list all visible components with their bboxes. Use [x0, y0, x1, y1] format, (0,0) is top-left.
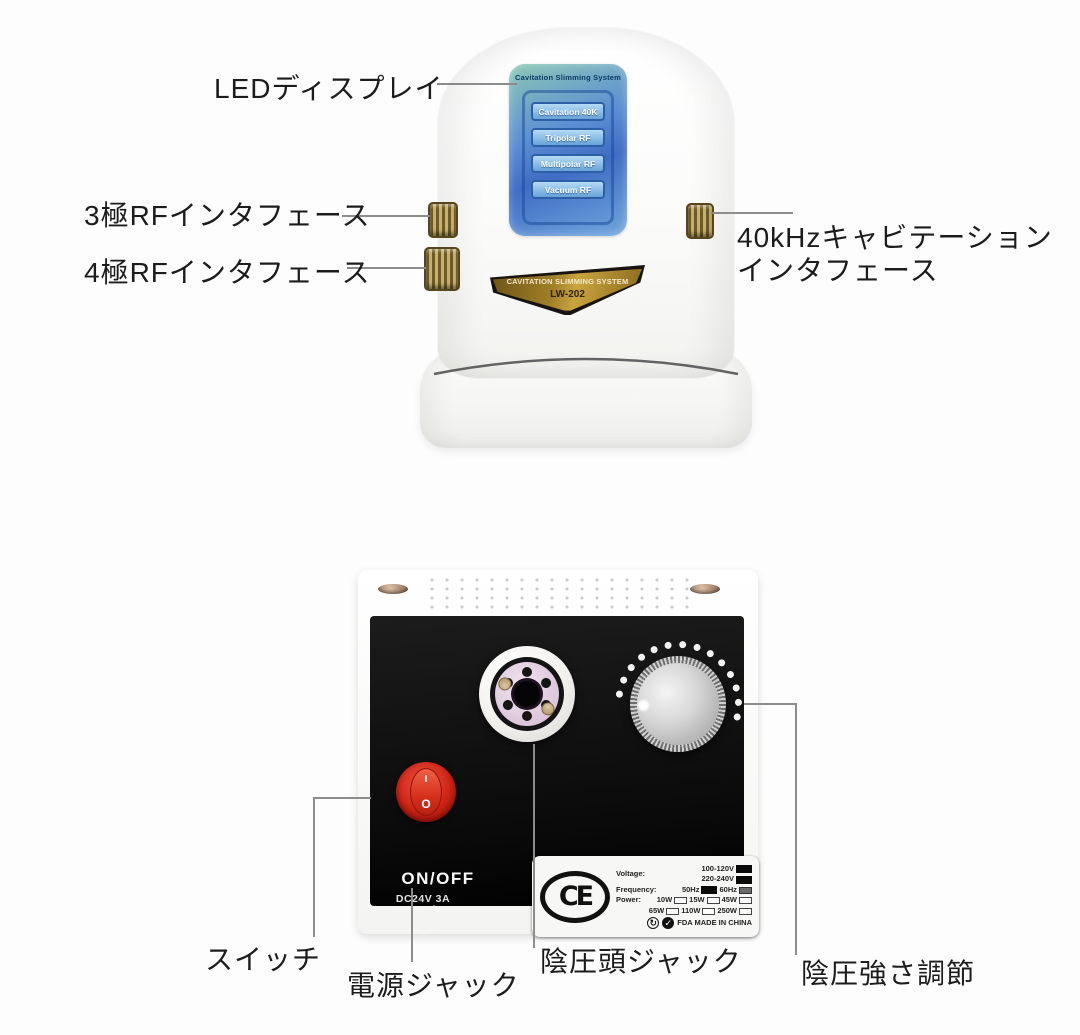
callout-line-vacuumjack — [533, 744, 535, 948]
checkbox-empty — [739, 897, 752, 904]
screw-icon — [378, 584, 408, 594]
screen-frame: Cavitation 40K Tripolar RF Multipolar RF… — [522, 90, 614, 225]
checkbox-empty — [702, 907, 716, 915]
label-vacuum-jack: 陰圧頭ジャック — [540, 946, 742, 977]
frequency-label: Frequency: — [616, 884, 657, 894]
checkbox-filled — [701, 886, 718, 894]
callout-line-knob-h — [744, 703, 797, 705]
voltage-label: Voltage: — [616, 869, 646, 878]
rf3-connector-port — [428, 202, 458, 238]
screen-button-cavitation: Cavitation 40K — [531, 102, 605, 121]
base-seam-line — [433, 357, 739, 376]
power-label: Power: — [616, 895, 642, 905]
switch-off-mark: O — [421, 797, 431, 811]
screen-button-vacuum: Vacuum RF — [531, 180, 605, 199]
badge-title: CAVITATION SLIMMING SYSTEM — [506, 277, 629, 286]
screen-button-multipolar: Multipolar RF — [531, 154, 605, 173]
callout-line-rf3 — [342, 215, 430, 217]
control-box: I O ON/OFF DC24V 3A — [358, 570, 759, 937]
ce-mark: CE — [540, 870, 610, 923]
vacuum-head-jack — [479, 646, 575, 742]
recycle-icon: ↻ — [647, 917, 660, 930]
checkbox-empty — [674, 897, 688, 904]
checkbox-filled — [736, 865, 752, 873]
callout-line-powerjack — [411, 888, 413, 962]
label-switch: スイッチ — [205, 944, 322, 975]
screen-button-tripolar: Tripolar RF — [531, 128, 605, 147]
center-hole — [514, 681, 540, 707]
spec-sticker: CE Voltage: 100-120V 220-240V Frequency:… — [532, 856, 759, 937]
label-led-display: LEDディスプレイ — [214, 73, 444, 104]
switch-on-mark: I — [424, 774, 428, 785]
rf4-connector-port — [424, 247, 460, 291]
dc-jack-icon — [409, 905, 440, 935]
callout-line-rf4 — [347, 267, 426, 269]
led-display-screen: Cavitation Slimming System Cavitation 40… — [509, 64, 627, 236]
checkbox-filled — [736, 875, 752, 884]
rocker-icon: I O — [410, 768, 442, 816]
vacuum-strength-knob — [614, 640, 742, 752]
checkbox-empty — [706, 897, 720, 904]
made-in-label: FDA MADE IN CHINA — [677, 918, 752, 927]
power-switch: I O — [396, 762, 456, 822]
badge-model: LW-202 — [550, 289, 585, 300]
front-panel: I O ON/OFF DC24V 3A — [370, 616, 759, 937]
screen-title: Cavitation Slimming System — [514, 73, 622, 82]
screw-icon — [690, 584, 720, 594]
callout-line-switch-v — [313, 797, 315, 937]
check-icon: ✓ — [662, 917, 675, 930]
label-rf4-interface: 4極RFインタフェース — [84, 257, 371, 288]
label-vacuum-adjust: 陰圧強さ調節 — [801, 958, 976, 989]
speaker-holes — [430, 578, 692, 614]
checkbox-empty — [666, 907, 680, 915]
spec-table: Voltage: 100-120V 220-240V Frequency: 50… — [616, 863, 752, 930]
callout-line-switch-h — [313, 797, 371, 799]
callout-line-cavitation — [711, 212, 793, 214]
onoff-label: ON/OFF — [401, 869, 475, 888]
callout-line-led — [437, 83, 517, 85]
checkbox-gray — [739, 886, 752, 894]
label-rf3-interface: 3極RFインタフェース — [84, 200, 371, 231]
callout-line-knob-v — [795, 703, 797, 955]
cavitation-connector-port — [686, 203, 714, 239]
label-power-jack: 電源ジャック — [347, 970, 520, 1001]
label-cavitation-interface: 40kHzキャビテーション インタフェース — [737, 222, 1053, 286]
dc-rating-label: DC24V 3A — [395, 893, 451, 905]
checkbox-empty — [739, 907, 752, 915]
